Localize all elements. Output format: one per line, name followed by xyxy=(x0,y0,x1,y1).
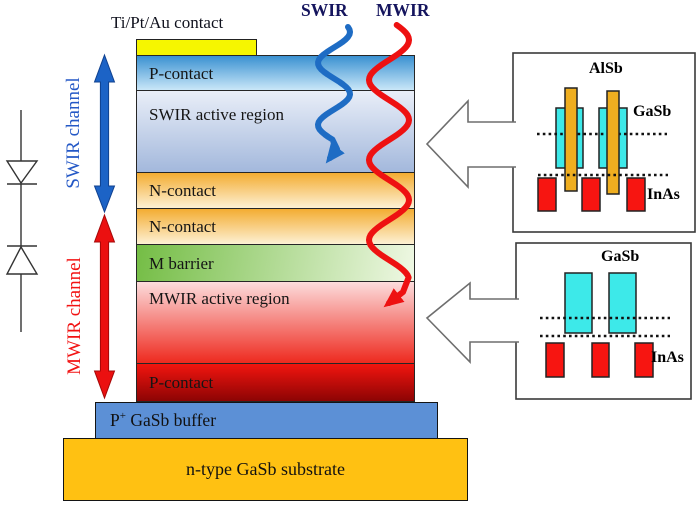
mwir-light-label: MWIR xyxy=(376,0,430,20)
substrate-label: n-type GaSb substrate xyxy=(186,459,345,479)
inas-well-bar xyxy=(545,342,565,378)
mwir-channel-double-arrow-icon xyxy=(93,213,116,400)
layer-p-contact-bottom: P-contact xyxy=(136,363,415,402)
inset-connector-arrow-mwir xyxy=(425,281,519,364)
inset2-inas-label: InAs xyxy=(651,349,684,366)
inas-well-bar xyxy=(626,177,646,212)
gasb-well-bar xyxy=(608,272,637,334)
layer-n-contact-2: N-contact xyxy=(136,208,415,245)
inset-mwir-superlattice xyxy=(515,242,692,400)
mwir-channel-label: MWIR channel xyxy=(64,257,85,375)
inas-well-bar xyxy=(591,342,610,378)
gasb-buffer-layer: P+ GaSb buffer xyxy=(95,402,438,439)
inas-well-bar xyxy=(581,177,601,212)
gasb-well-bar xyxy=(598,107,628,169)
layer-label: N-contact xyxy=(149,217,217,236)
layer-swir-active-region: SWIR active region xyxy=(136,90,415,173)
inset-connector-arrow-swir xyxy=(425,99,516,189)
inset2-gasb-label: GaSb xyxy=(601,248,640,265)
inas-well-bar xyxy=(537,177,557,212)
diode-1-triangle xyxy=(5,160,39,185)
gasb-substrate-layer: n-type GaSb substrate xyxy=(63,438,468,501)
ti-pt-au-contact-pad xyxy=(136,39,257,56)
buffer-label: P+ GaSb buffer xyxy=(110,410,217,430)
inset1-gasb-label: GaSb xyxy=(633,103,672,120)
alsb-barrier-bar xyxy=(606,90,620,195)
layer-n-contact-1: N-contact xyxy=(136,172,415,209)
layer-m-barrier: M barrier xyxy=(136,244,415,282)
layer-label: M barrier xyxy=(149,253,214,273)
gasb-well-bar xyxy=(555,107,584,169)
swir-light-label: SWIR xyxy=(301,0,348,20)
diode-2-triangle xyxy=(5,245,39,275)
top-contact-label: Ti/Pt/Au contact xyxy=(111,13,224,32)
layer-label: P-contact xyxy=(149,63,214,83)
inset-swir-superlattice xyxy=(512,52,696,233)
diode-pair-symbol xyxy=(5,110,39,332)
layer-label: MWIR active region xyxy=(149,289,290,308)
layer-mwir-active-region: MWIR active region xyxy=(136,281,415,364)
alsb-barrier-bar xyxy=(564,87,578,192)
layer-label: SWIR active region xyxy=(149,105,285,124)
swir-channel-double-arrow-icon xyxy=(93,53,116,214)
layer-label: P-contact xyxy=(149,373,214,392)
swir-channel-label: SWIR channel xyxy=(63,77,84,189)
layer-p-contact-top: P-contact xyxy=(136,55,415,91)
inset1-inas-label: InAs xyxy=(647,186,680,203)
inset1-alsb-label: AlSb xyxy=(589,60,623,77)
gasb-well-bar xyxy=(564,272,593,334)
layer-label: N-contact xyxy=(149,181,217,200)
